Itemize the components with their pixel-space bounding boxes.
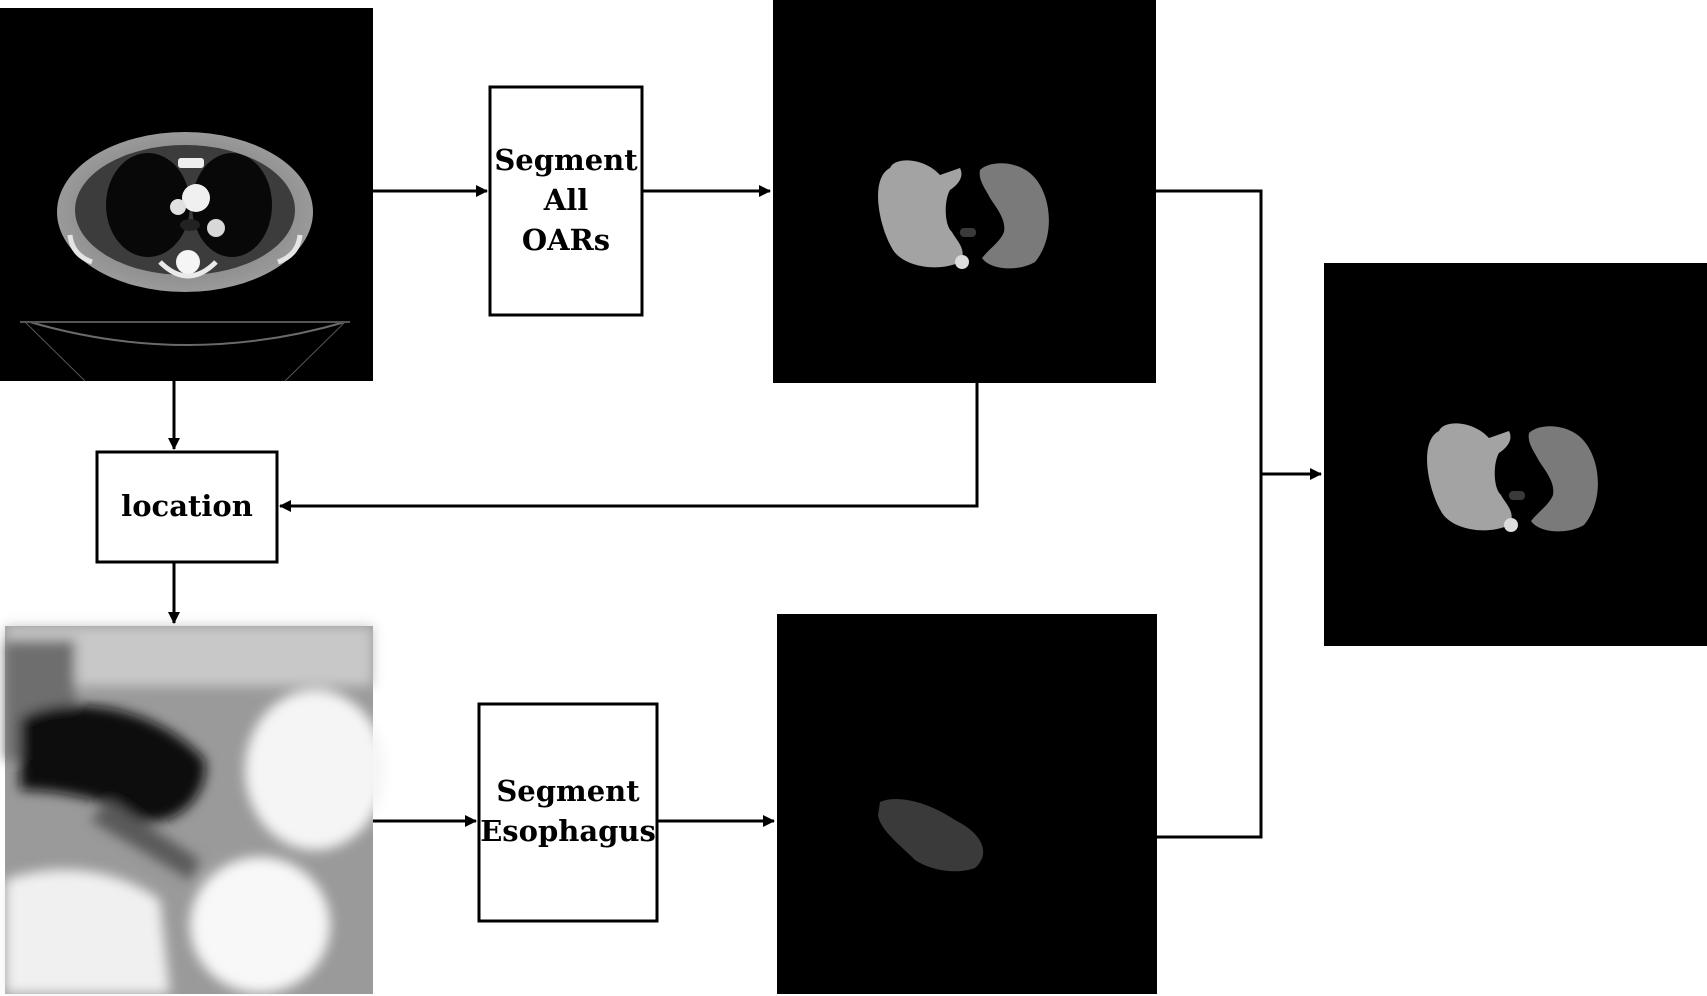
all-oars-segmentation-image <box>773 0 1156 383</box>
seg-esophagus <box>960 228 976 237</box>
esophagus-segmentation-image <box>777 614 1157 994</box>
location-box: location <box>95 450 279 564</box>
segment-all-line2: All <box>543 183 589 217</box>
final-output-image <box>1324 263 1707 646</box>
segment-all-line3: OARs <box>522 223 610 257</box>
ct-left-lung <box>106 153 190 257</box>
seg-right-lung <box>979 163 1049 269</box>
arrow-oars-to-location <box>279 383 979 512</box>
location-label: location <box>121 489 253 523</box>
zoomed-crop-image <box>5 626 385 994</box>
segment-all-oars-box: Segment All OARs <box>488 85 644 317</box>
ct-input-image <box>0 8 373 382</box>
seg-spine <box>955 255 969 269</box>
ct-spine <box>176 250 200 274</box>
segment-esophagus-box: Segment Esophagus <box>477 702 659 923</box>
segment-all-line1: Segment <box>494 143 638 177</box>
seg-left-lung <box>878 160 963 268</box>
crop-esophagus-mask <box>878 799 984 872</box>
merge-line <box>1156 189 1263 839</box>
connectors <box>168 185 1322 839</box>
segment-esophagus-line1: Segment <box>496 774 640 808</box>
segment-esophagus-line2: Esophagus <box>480 814 656 848</box>
